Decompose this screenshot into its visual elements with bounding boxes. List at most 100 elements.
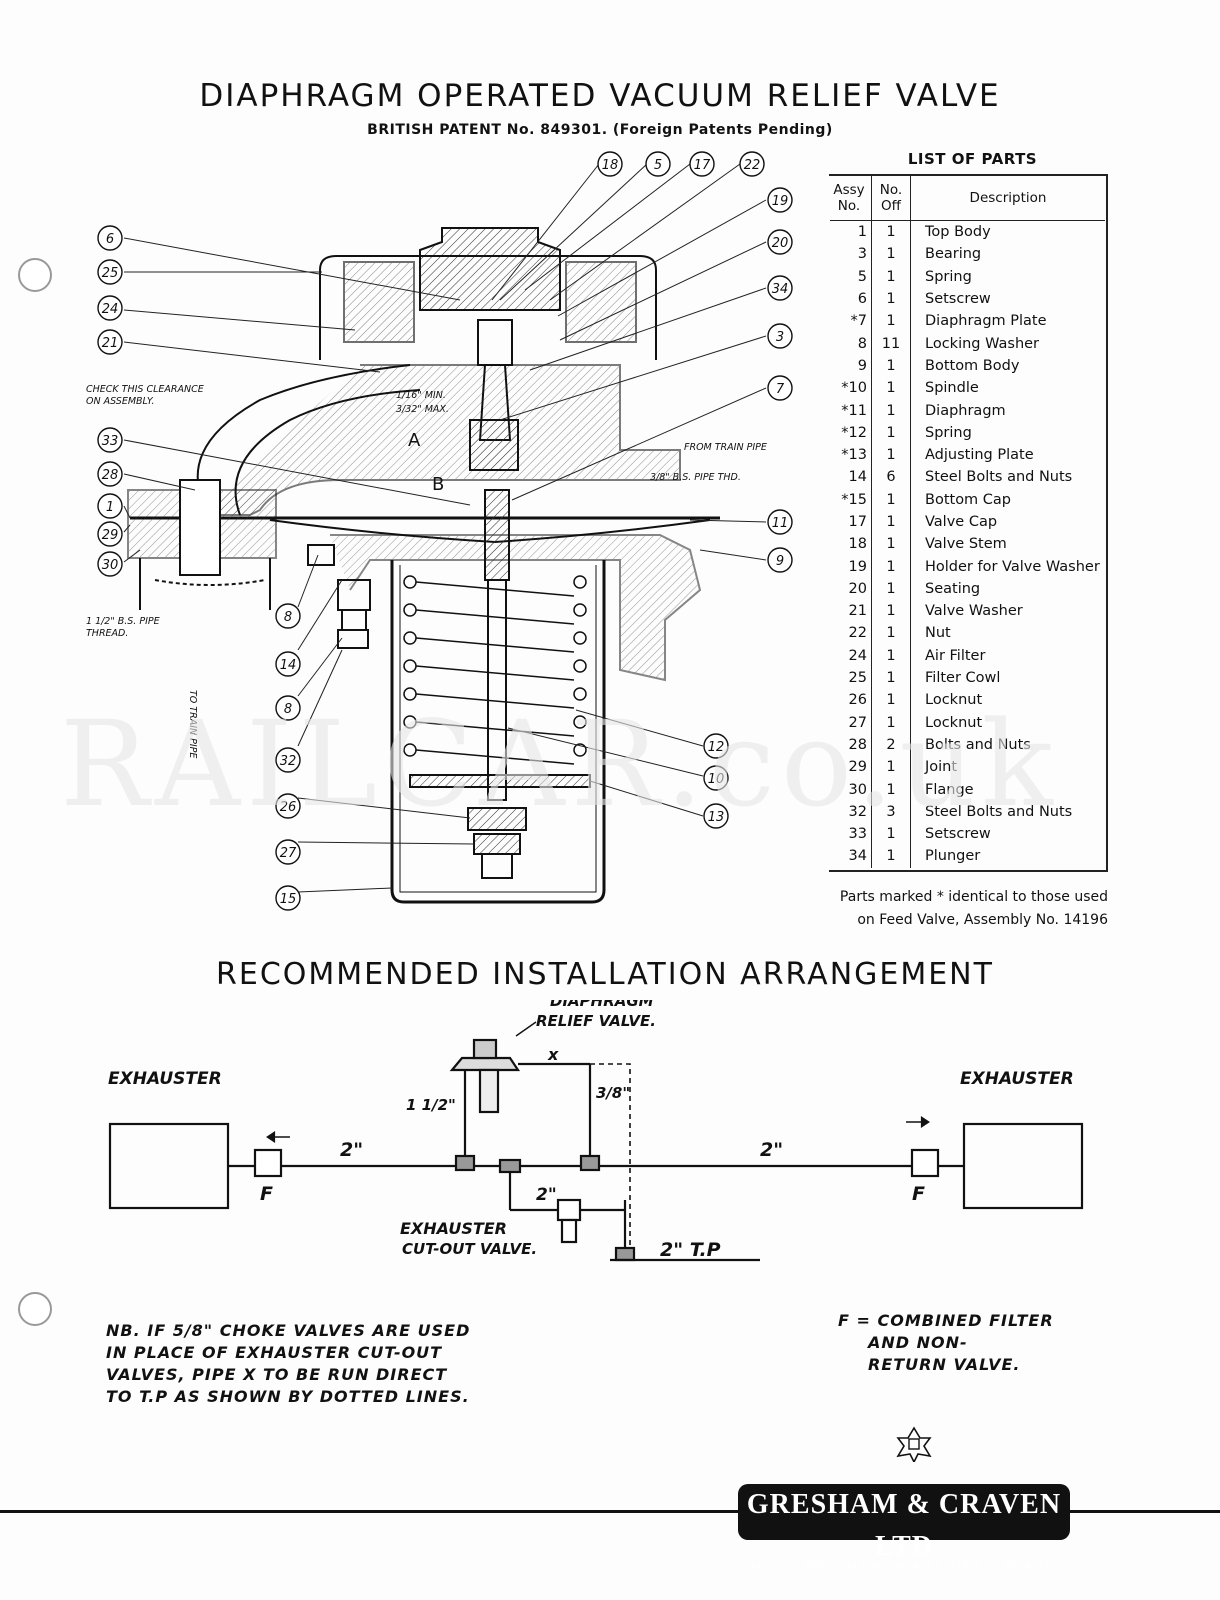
filter-legend-line-1: F = COMBINED FILTER xyxy=(838,1311,1054,1330)
parts-assy-no: 9 xyxy=(830,354,872,378)
svg-text:29: 29 xyxy=(102,528,119,543)
parts-assy-no: 34 xyxy=(830,845,872,868)
parts-no-off: 1 xyxy=(871,644,911,667)
callout-30: 30 xyxy=(97,551,123,577)
parts-no-off: 1 xyxy=(871,220,911,244)
to-train-pipe-label: TO TRAIN PIPE xyxy=(187,690,198,758)
callout-13: 13 xyxy=(703,803,729,829)
svg-text:12: 12 xyxy=(708,740,725,755)
svg-text:8: 8 xyxy=(284,702,292,717)
parts-assy-no: 25 xyxy=(830,666,872,690)
parts-assy-no: 3 xyxy=(830,243,872,266)
callout-27: 27 xyxy=(275,839,301,865)
callout-34: 34 xyxy=(767,275,793,301)
parts-description: Spring xyxy=(925,424,972,441)
clearance-note-1: CHECK THIS CLEARANCE xyxy=(86,384,204,395)
parts-assy-no: 27 xyxy=(830,711,872,734)
svg-text:17: 17 xyxy=(694,158,711,173)
callout-11: 11 xyxy=(767,509,793,535)
parts-assy-no: 1 xyxy=(830,220,872,244)
parts-description: Valve Stem xyxy=(925,536,1007,553)
branch-pipe-size: 2" xyxy=(536,1185,557,1205)
chamber-a-label: A xyxy=(408,430,421,451)
pipe-size-one-half: 1 1/2" xyxy=(406,1096,456,1114)
parts-description: Steel Bolts and Nuts xyxy=(925,469,1073,486)
parts-assy-no: 17 xyxy=(830,510,872,534)
svg-text:19: 19 xyxy=(772,194,789,209)
parts-no-off: 1 xyxy=(871,622,911,645)
company-subline: ORDSAL LANE · SALFORD MANCHESTER.5 · ENG… xyxy=(747,1562,1061,1571)
parts-assy-no: 20 xyxy=(830,577,872,601)
col-description: Description xyxy=(910,176,1105,221)
page-title: DIAPHRAGM OPERATED VACUUM RELIEF VALVE xyxy=(199,78,1001,114)
company-name: GRESHAM & CRAVEN LTD xyxy=(746,1489,1062,1562)
callout-12: 12 xyxy=(703,733,729,759)
parts-no-off: 6 xyxy=(871,466,911,489)
callout-10: 10 xyxy=(703,765,729,791)
parts-assy-no: 6 xyxy=(830,287,872,311)
callout-7: 7 xyxy=(767,375,793,401)
svg-text:11: 11 xyxy=(772,516,789,531)
clearance-note-2: ON ASSEMBLY. xyxy=(86,396,155,407)
parts-no-off: 11 xyxy=(871,332,911,355)
parts-assy-no: 24 xyxy=(830,644,872,667)
relief-valve-label-2: RELIEF VALVE. xyxy=(536,1012,656,1030)
callout-21: 21 xyxy=(97,329,123,355)
callout-17: 17 xyxy=(689,151,715,177)
callout-25: 25 xyxy=(97,259,123,285)
installation-title: RECOMMENDED INSTALLATION ARRANGEMENT xyxy=(216,957,994,992)
parts-assy-no: *11 xyxy=(830,399,872,422)
punch-hole-bottom xyxy=(18,1292,52,1326)
nb-note-line-4: TO T.P AS SHOWN BY DOTTED LINES. xyxy=(106,1387,470,1406)
parts-assy-no: *10 xyxy=(830,377,872,400)
filter-legend: F = COMBINED FILTER AND NON- RETURN VALV… xyxy=(838,1310,1054,1376)
parts-description: Plunger xyxy=(925,848,981,865)
parts-description: Locking Washer xyxy=(925,335,1040,352)
nb-note-line-3: VALVES, PIPE X TO BE RUN DIRECT xyxy=(106,1365,448,1384)
parts-no-off: 1 xyxy=(871,778,911,801)
punch-hole-top xyxy=(18,258,52,292)
nb-note-line-1: NB. IF 5/8" CHOKE VALVES ARE USED xyxy=(106,1321,471,1340)
parts-no-off: 1 xyxy=(871,287,911,311)
parts-no-off: 1 xyxy=(871,666,911,690)
svg-text:5: 5 xyxy=(654,158,662,173)
parts-no-off: 1 xyxy=(871,421,911,444)
parts-no-off: 1 xyxy=(871,600,911,623)
callout-18: 18 xyxy=(597,151,623,177)
parts-no-off: 1 xyxy=(871,845,911,868)
parts-assy-no: 26 xyxy=(830,689,872,712)
callout-14: 14 xyxy=(275,651,301,677)
parts-assy-no: 14 xyxy=(830,466,872,489)
callout-3: 3 xyxy=(767,323,793,349)
parts-description: Bottom Cap xyxy=(925,491,1012,508)
parts-description: Holder for Valve Washer xyxy=(925,558,1100,575)
callout-26: 26 xyxy=(275,793,301,819)
pipe-right-size: 2" xyxy=(760,1139,783,1161)
parts-description: Nut xyxy=(925,625,951,642)
parts-assy-no: *13 xyxy=(830,443,872,467)
parts-list-heading: LIST OF PARTS xyxy=(907,150,1038,168)
parts-description: Locknut xyxy=(925,692,983,709)
parts-assy-no: 19 xyxy=(830,555,872,578)
exhauster-right-label: EXHAUSTER xyxy=(960,1069,1074,1089)
svg-text:13: 13 xyxy=(708,810,725,825)
parts-assy-no: *12 xyxy=(830,421,872,444)
bottom-thread-label-1: 1 1/2" B.S. PIPE xyxy=(86,616,160,627)
parts-description: Steel Bolts and Nuts xyxy=(925,803,1073,820)
